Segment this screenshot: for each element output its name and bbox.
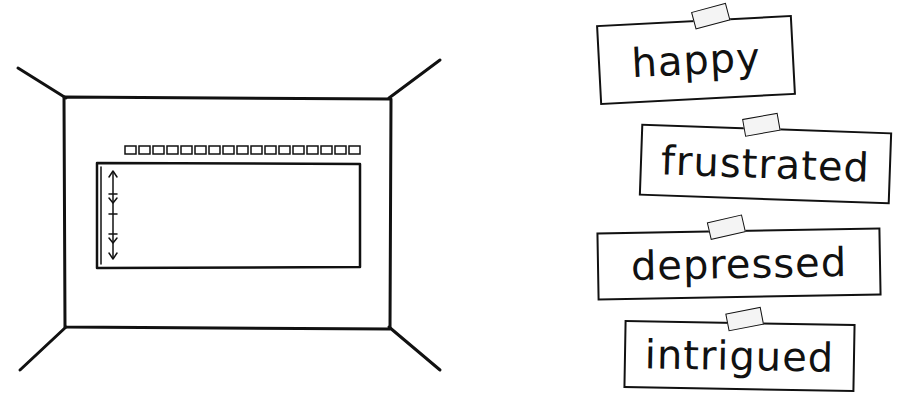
label-text: frustrated <box>660 138 870 189</box>
toolbar-square <box>153 146 164 154</box>
tape-strip <box>691 3 730 30</box>
toolbar-square <box>167 146 178 154</box>
toolbar-square <box>195 146 206 154</box>
toolbar-square <box>181 146 192 154</box>
tape-strip <box>742 113 781 137</box>
tape-strip <box>725 307 764 332</box>
toolbar-square <box>139 146 150 154</box>
toolbar-square <box>237 146 248 154</box>
toolbar-square <box>251 146 262 154</box>
label-text: depressed <box>631 240 848 288</box>
toolbar-square <box>279 146 290 154</box>
toolbar-square <box>125 146 136 154</box>
toolbar-square <box>321 146 332 154</box>
toolbar-square <box>265 146 276 154</box>
emotion-label: frustrated <box>639 124 892 205</box>
toolbar-square <box>335 146 346 154</box>
label-text: happy <box>630 35 761 86</box>
label-text: intrigued <box>644 332 834 379</box>
toolbar-square <box>307 146 318 154</box>
emotion-label: intrigued <box>623 320 855 392</box>
toolbar-square <box>349 146 360 154</box>
emotion-label: depressed <box>596 228 881 301</box>
toolbar-square <box>293 146 304 154</box>
emotion-label: happy <box>596 15 796 105</box>
toolbar-square <box>209 146 220 154</box>
toolbar-square <box>223 146 234 154</box>
tape-strip <box>707 214 746 240</box>
